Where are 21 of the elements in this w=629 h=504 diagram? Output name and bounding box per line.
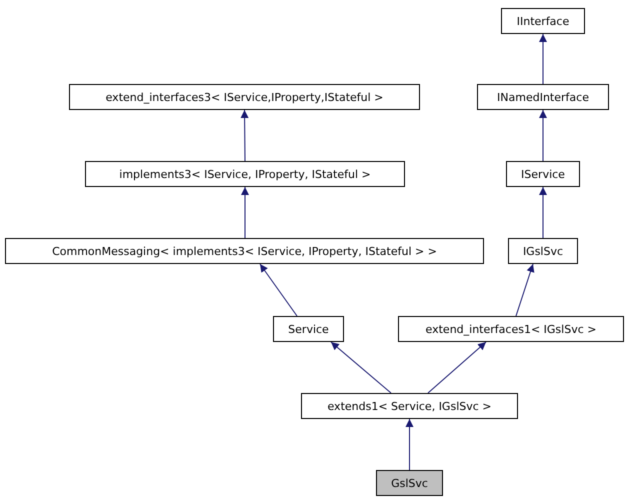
class-box: extend_interfaces1< IGslSvc > bbox=[398, 316, 624, 342]
class-box: IGslSvc bbox=[508, 238, 578, 264]
class-box: extends1< Service, IGslSvc > bbox=[301, 393, 518, 419]
inheritance-arrow bbox=[516, 264, 534, 316]
inheritance-arrow bbox=[406, 418, 414, 470]
inheritance-arrow bbox=[539, 34, 547, 84]
class-box: implements3< IService, IProperty, IStateful > bbox=[85, 161, 405, 187]
class-box: Service bbox=[273, 316, 344, 342]
inheritance-arrow bbox=[240, 110, 249, 162]
inheritance-arrow bbox=[428, 342, 486, 394]
inheritance-arrow bbox=[539, 186, 547, 238]
class-box: GslSvc bbox=[376, 470, 443, 496]
inheritance-arrow bbox=[260, 264, 298, 316]
class-box: extend_interfaces3< IService,IProperty,IStateful > bbox=[69, 84, 420, 110]
inheritance-arrow bbox=[330, 342, 392, 394]
inheritance-arrow bbox=[539, 110, 547, 162]
class-box: CommonMessaging< implements3< IService, IProperty, IStateful > > bbox=[5, 238, 484, 264]
class-box: INamedInterface bbox=[477, 84, 609, 110]
class-box: IService bbox=[506, 161, 580, 187]
class-box: IInterface bbox=[501, 8, 585, 34]
inheritance-arrow bbox=[241, 186, 249, 238]
